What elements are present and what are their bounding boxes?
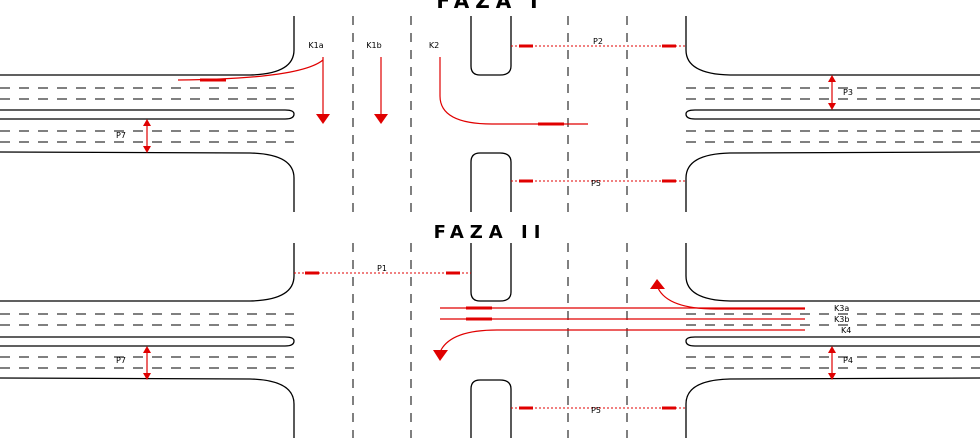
phase-1-title: FAZA I — [436, 0, 543, 13]
road-edge-sw — [0, 377, 295, 438]
road-edge-nw — [0, 16, 295, 76]
road-edge-se — [685, 377, 980, 438]
movement-arrow-k3a-right — [657, 287, 805, 310]
crossing-label-p7: P7 — [116, 131, 126, 140]
arrow-head — [143, 373, 151, 380]
signal-head — [519, 179, 533, 183]
phase-2-lane-markings — [0, 243, 980, 438]
island-north — [470, 16, 512, 76]
signal-head — [519, 44, 533, 48]
road-edge-ne — [685, 16, 980, 76]
arrow-head — [828, 346, 836, 353]
crossing-label-p7: P7 — [116, 356, 126, 365]
arrow-head — [316, 114, 330, 124]
flow-label-k3a: K3a — [834, 304, 849, 313]
median-east — [685, 109, 980, 120]
flow-label-k1b: K1b — [366, 41, 381, 50]
phase-1-crossings: P2 P3 P7 P5 — [116, 37, 853, 188]
island-south — [470, 152, 512, 212]
signal-head — [305, 271, 319, 275]
arrow-head — [143, 146, 151, 153]
flow-label-k1a: K1a — [308, 41, 323, 50]
road-edge-nw — [0, 243, 295, 302]
signal-head — [662, 406, 676, 410]
arrow-head — [650, 279, 665, 289]
phase-1: FAZA I K1a K1b — [0, 0, 980, 212]
phase-2: FAZA II — [0, 222, 980, 438]
crossing-label-p4: P4 — [843, 356, 853, 365]
signal-head — [538, 122, 564, 126]
flow-label-k4: K4 — [841, 326, 851, 335]
arrow-head — [828, 103, 836, 110]
signal-head — [200, 78, 226, 82]
flow-label-k2: K2 — [429, 41, 439, 50]
road-edge-se — [685, 151, 980, 212]
signal-head — [662, 44, 676, 48]
arrow-head — [433, 350, 448, 361]
crossing-label-p2: P2 — [593, 37, 603, 46]
flow-label-k3b: K3b — [834, 315, 849, 324]
arrow-head — [143, 346, 151, 353]
signal-head — [466, 306, 492, 310]
arrow-head — [143, 119, 151, 126]
arrow-head — [828, 75, 836, 82]
signal-head — [662, 179, 676, 183]
road-edge-sw — [0, 151, 295, 212]
phase-2-title: FAZA II — [434, 222, 547, 243]
movement-arrow-k2 — [439, 57, 588, 125]
crossing-label-p5: P5 — [591, 179, 601, 188]
signal-head — [446, 271, 460, 275]
arrow-head — [374, 114, 388, 124]
crossing-label-p3: P3 — [843, 88, 853, 97]
movement-arrow-k1a-left — [177, 59, 324, 81]
crossing-label-p1: P1 — [377, 264, 387, 273]
road-edge-ne — [685, 243, 980, 302]
median-west — [0, 336, 295, 347]
island-south — [470, 379, 512, 438]
phase-2-crossings: P1 P7 P4 P5 — [116, 264, 853, 415]
signal-head — [466, 317, 492, 321]
phase-1-movements — [177, 57, 588, 126]
signal-head — [519, 406, 533, 410]
arrow-head — [828, 373, 836, 380]
median-east — [685, 336, 980, 347]
median-west — [0, 109, 295, 120]
crossing-label-p5: P5 — [591, 406, 601, 415]
phase-2-movements — [433, 279, 805, 361]
phase-2-road-edges — [0, 243, 980, 438]
movement-arrow-k4 — [440, 329, 805, 351]
island-north — [470, 243, 512, 302]
phase-1-lane-markings — [0, 16, 980, 212]
phase-1-road-edges — [0, 16, 980, 212]
